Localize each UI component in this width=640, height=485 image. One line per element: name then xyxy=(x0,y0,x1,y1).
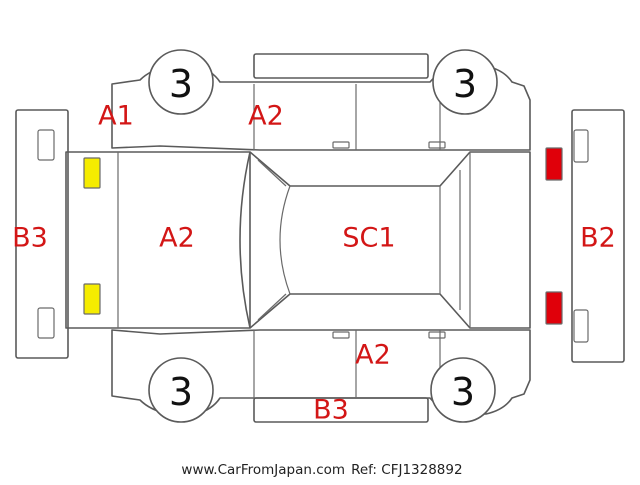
footer-ref: Ref: CFJ1328892 xyxy=(351,462,463,478)
rear-left-light xyxy=(545,147,563,181)
tire-front-left-grade: 3 xyxy=(169,62,193,106)
code-right-rear-door: A2 xyxy=(355,340,391,371)
code-front-left-fender: A1 xyxy=(98,101,134,132)
front-right-light xyxy=(83,283,101,315)
tire-front-right-grade: 3 xyxy=(169,370,193,414)
code-front-left-door: A2 xyxy=(248,101,284,132)
front-left-light xyxy=(83,157,101,189)
tire-front-right: 3 xyxy=(148,357,214,423)
tire-rear-right: 3 xyxy=(430,357,496,423)
tire-rear-left: 3 xyxy=(432,49,498,115)
tire-front-left: 3 xyxy=(148,49,214,115)
rear-bumper xyxy=(571,109,625,363)
rear-right-light xyxy=(545,291,563,325)
code-right-side-sill: B3 xyxy=(313,395,349,426)
tire-rear-right-grade: 3 xyxy=(451,370,475,414)
footer-text: www.CarFromJapan.com Ref: CFJ1328892 xyxy=(181,462,462,478)
top-view-body xyxy=(65,151,531,329)
code-roof: SC1 xyxy=(342,223,395,254)
front-bumper xyxy=(15,109,69,359)
code-hood: A2 xyxy=(159,223,195,254)
tire-rear-left-grade: 3 xyxy=(453,62,477,106)
footer-site: www.CarFromJapan.com xyxy=(181,462,345,478)
code-front-bumper: B3 xyxy=(12,223,48,254)
code-rear-bumper: B2 xyxy=(580,223,616,254)
